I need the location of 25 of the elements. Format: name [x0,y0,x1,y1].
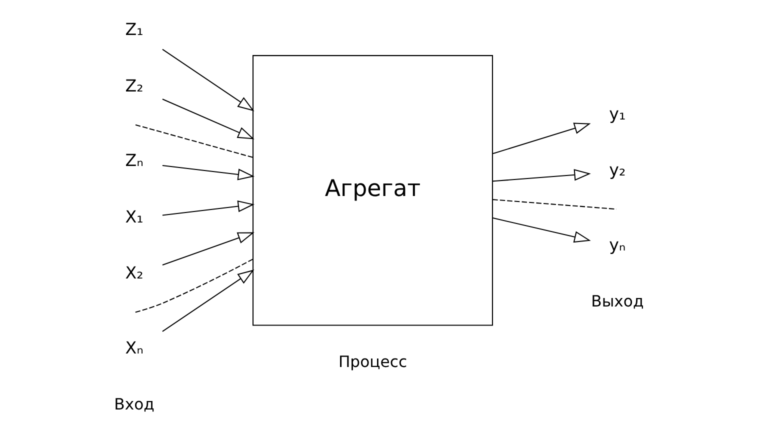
arrow [492,122,590,154]
node-text: X₁ [124,207,143,226]
node-text: Xₙ [124,338,143,358]
connector [134,258,253,313]
arrow [162,200,254,216]
connector [134,124,253,158]
arrow [162,164,254,180]
label: Выход [590,292,644,310]
arrow [162,270,254,332]
arrow [162,232,254,266]
node-text: yₙ [608,236,626,255]
arrow [162,48,254,112]
arrow [492,169,590,182]
node-text: Z₂ [124,76,143,96]
node-text: y₂ [608,160,626,180]
label: Вход [114,396,154,414]
node-text: Zₙ [124,151,143,170]
label: Процесс [338,352,407,371]
node-text: Z₁ [124,20,143,40]
arrow [492,217,590,243]
node-text: X₂ [124,264,143,283]
node-text: y₁ [608,104,626,124]
arrow [162,98,254,140]
connector [492,199,616,210]
node-box: Агрегат [252,55,492,326]
